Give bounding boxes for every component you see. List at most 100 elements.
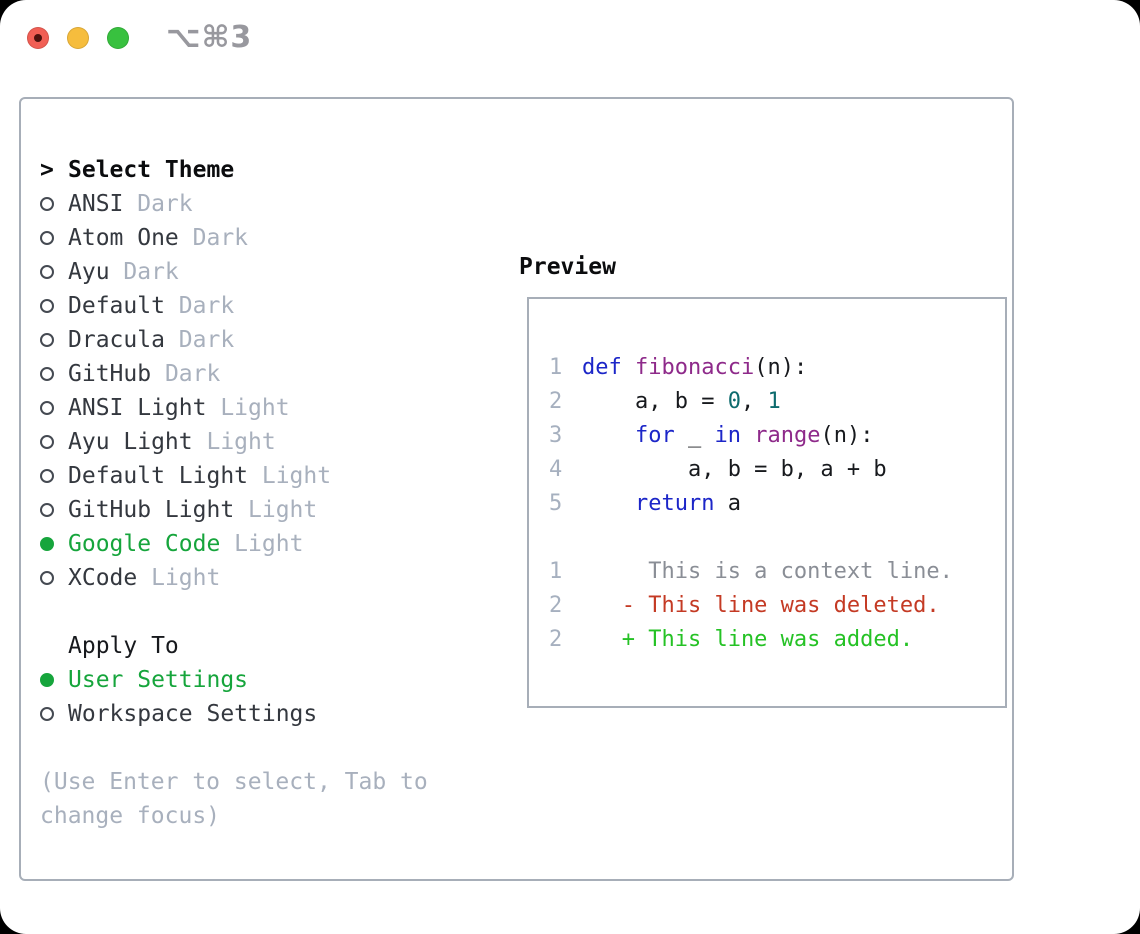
radio-marker — [40, 401, 68, 415]
preview-title: Preview — [519, 254, 616, 280]
theme-variant: Light — [248, 463, 332, 489]
theme-option-label: Google Code Light — [68, 531, 303, 557]
theme-option[interactable]: Ayu Light Light — [40, 425, 428, 459]
line-number: 2 — [549, 592, 563, 618]
window-title: ⌥⌘3 — [166, 20, 253, 55]
diff-text-deleted: - This line was deleted. — [582, 592, 940, 618]
theme-option[interactable]: ANSI Dark — [40, 187, 428, 221]
line-number: 1 — [549, 354, 563, 380]
theme-option[interactable]: Ayu Dark — [40, 255, 428, 289]
theme-variant: Dark — [109, 259, 179, 285]
theme-option-label: Ayu Light Light — [68, 429, 276, 455]
theme-option-label: GitHub Light Light — [68, 497, 317, 523]
apply-to-label: Apply To — [68, 633, 179, 659]
blank-line — [549, 520, 953, 554]
theme-name: Google Code — [68, 531, 221, 557]
radio-marker — [40, 299, 68, 313]
hint-text: change focus) — [40, 799, 428, 833]
diff-line: 2 + This line was added. — [549, 622, 953, 656]
code-token-plain — [582, 423, 635, 448]
radio-unselected-icon — [40, 299, 54, 313]
radio-marker — [40, 231, 68, 245]
minimize-button[interactable] — [67, 27, 89, 49]
code-line: 4 a, b = b, a + b — [549, 452, 953, 486]
theme-option[interactable]: GitHub Light Light — [40, 493, 428, 527]
radio-unselected-icon — [40, 231, 54, 245]
theme-option-label: ANSI Dark — [68, 191, 193, 217]
code-token-keyword: def — [582, 354, 622, 380]
theme-option[interactable]: Google Code Light — [40, 527, 428, 561]
apply-option-label: Workspace Settings — [68, 701, 317, 727]
theme-option[interactable]: ANSI Light Light — [40, 391, 428, 425]
theme-name: Dracula — [68, 327, 165, 353]
code-token-plain — [741, 423, 754, 448]
code-token-plain: a — [714, 490, 741, 516]
radio-marker — [40, 333, 68, 347]
radio-unselected-icon — [40, 707, 54, 721]
theme-name: Ayu — [68, 259, 110, 285]
theme-variant: Light — [137, 565, 221, 591]
theme-option-label: GitHub Dark — [68, 361, 220, 387]
code-token-number: 0 — [727, 388, 741, 414]
apply-option-label: User Settings — [68, 667, 248, 693]
theme-name: ANSI Light — [68, 395, 207, 421]
diff-line: 2 - This line was deleted. — [549, 588, 953, 622]
theme-option[interactable]: XCode Light — [40, 561, 428, 595]
radio-marker — [40, 503, 68, 517]
spacer-row — [40, 595, 428, 629]
code-line: 2 a, b = 0, 1 — [549, 384, 953, 418]
code-token-keyword: for — [634, 422, 675, 448]
apply-to-header: Apply To — [40, 629, 428, 663]
theme-option[interactable]: Dracula Dark — [40, 323, 428, 357]
radio-marker — [40, 265, 68, 279]
code-line: 3 for _ in range(n): — [549, 418, 953, 452]
theme-variant: Light — [234, 497, 318, 523]
radio-marker — [40, 367, 68, 381]
theme-variant: Light — [220, 531, 304, 557]
theme-variant: Dark — [164, 293, 235, 319]
radio-unselected-icon — [40, 503, 54, 517]
select-theme-header: >Select Theme — [40, 153, 428, 187]
close-button[interactable] — [27, 27, 49, 49]
line-number: 5 — [549, 490, 563, 516]
apply-option[interactable]: Workspace Settings — [40, 697, 428, 731]
theme-option-label: Dracula Dark — [68, 327, 234, 353]
radio-unselected-icon — [40, 367, 54, 381]
code-token-plain: (n): — [820, 422, 874, 448]
zoom-button[interactable] — [107, 27, 129, 49]
hint-line: change focus) — [40, 803, 221, 829]
theme-name: XCode — [68, 565, 138, 591]
radio-marker — [40, 197, 68, 211]
theme-option-label: Default Light Light — [68, 463, 331, 489]
theme-option[interactable]: Atom One Dark — [40, 221, 428, 255]
cursor-marker: > — [40, 157, 68, 183]
theme-name: GitHub Light — [68, 497, 235, 523]
theme-option[interactable]: GitHub Dark — [40, 357, 428, 391]
theme-option[interactable]: Default Dark — [40, 289, 428, 323]
theme-name: Default Light — [68, 463, 249, 489]
radio-unselected-icon — [40, 571, 54, 585]
theme-option[interactable]: Default Light Light — [40, 459, 428, 493]
code-token-plain: , — [740, 388, 768, 414]
hint-text: (Use Enter to select, Tab to — [40, 765, 428, 799]
radio-selected-icon — [40, 673, 54, 687]
theme-variant: Dark — [151, 361, 221, 387]
select-theme-label: Select Theme — [68, 157, 235, 183]
radio-marker — [40, 707, 68, 721]
radio-unselected-icon — [40, 333, 54, 347]
radio-unselected-icon — [40, 401, 54, 415]
code-token-title: fibonacci — [635, 354, 755, 380]
theme-variant: Dark — [178, 225, 249, 251]
radio-marker — [40, 469, 68, 483]
line-number: 1 — [549, 558, 563, 584]
code-token-plain: a, b = b, a + b — [582, 456, 887, 482]
radio-unselected-icon — [40, 469, 54, 483]
line-number: 2 — [549, 388, 563, 414]
apply-option[interactable]: User Settings — [40, 663, 428, 697]
theme-name: Ayu Light — [68, 429, 193, 455]
